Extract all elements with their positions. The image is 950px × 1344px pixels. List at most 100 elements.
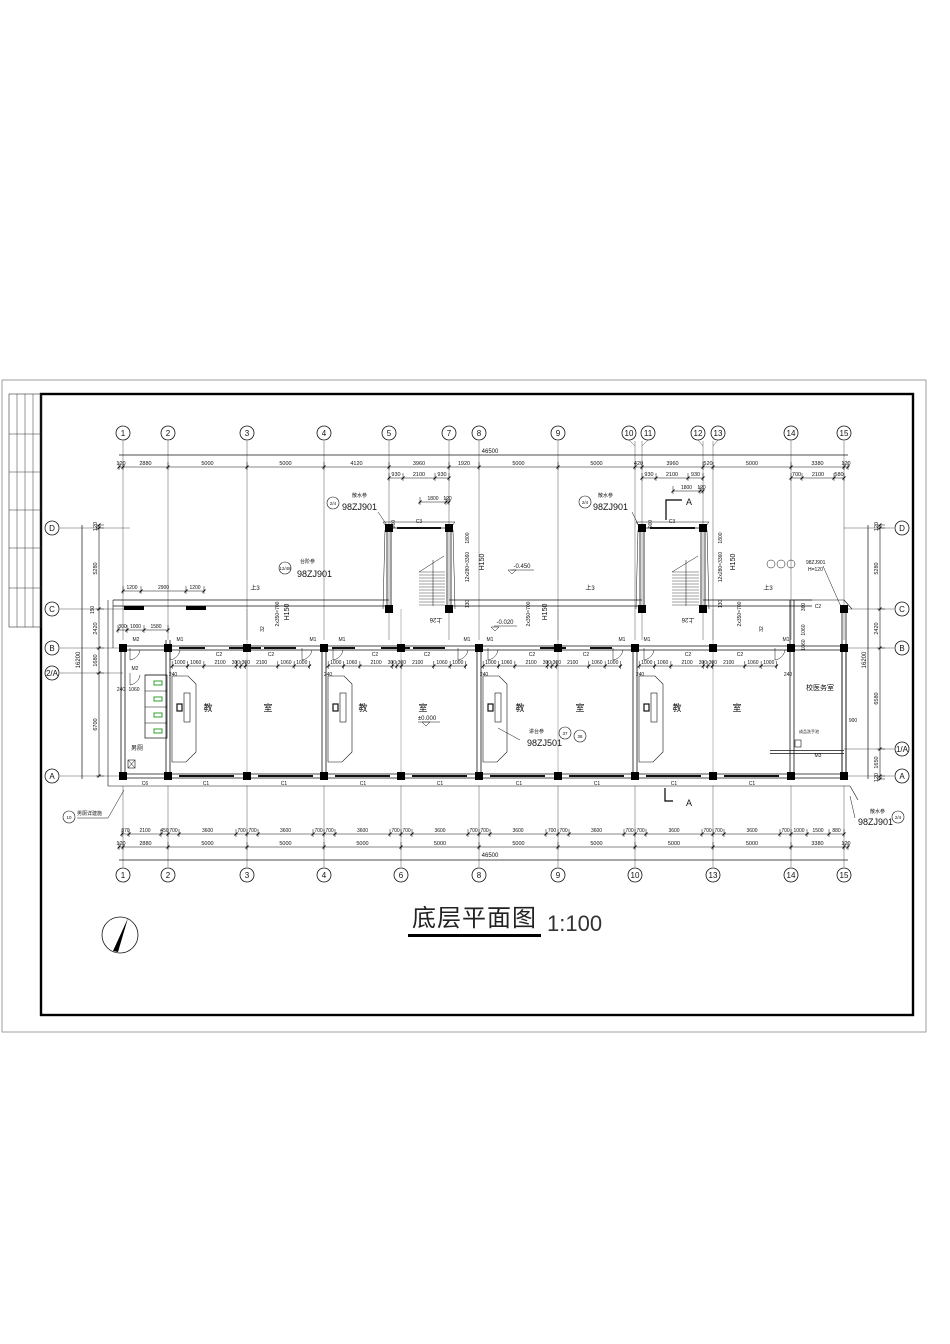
dimension-value: 2100 — [256, 660, 267, 666]
room-label: 室 — [575, 702, 584, 714]
dimension-tick — [554, 664, 559, 668]
axis-bubble-bottom-circle — [115, 867, 131, 883]
dimension-tick — [644, 832, 648, 836]
detail-ref-steps — [278, 561, 292, 575]
dimension-value: 5000 — [201, 461, 213, 467]
column — [638, 524, 646, 532]
dimension-value: 6580 — [874, 692, 880, 704]
dimension-value: 240 — [324, 672, 333, 678]
axis-bubble-right-circle — [894, 520, 910, 536]
dimension-tick — [774, 664, 779, 668]
dimension-tick — [669, 664, 673, 668]
dimension-tick — [878, 523, 882, 527]
detail-ref-apron — [326, 496, 340, 510]
dimension-value: 580 — [834, 472, 843, 478]
column — [475, 772, 483, 780]
dimension-value: 5000 — [746, 841, 758, 847]
axis-bubble-left-circle — [44, 640, 60, 656]
axis-bubble-top-circle — [316, 425, 332, 441]
column — [119, 772, 127, 780]
column — [631, 644, 639, 652]
axis-bubble-bottom: 10 — [631, 871, 640, 880]
column — [631, 772, 639, 780]
dimension-tick — [878, 607, 882, 611]
dimension-tick — [618, 664, 623, 668]
axis-bubble-top-circle — [441, 425, 457, 441]
stair-count: 32 — [759, 626, 765, 632]
column — [385, 605, 393, 613]
dimension-value: 930 — [644, 472, 653, 478]
axis-bubble-bottom: 8 — [477, 871, 482, 880]
dimension-tick — [97, 774, 101, 778]
axis-bubble-right: C — [899, 605, 905, 614]
dimension-tick — [234, 832, 238, 836]
dimension-value: 450 — [160, 828, 169, 834]
dimension-value: 1000 — [607, 660, 618, 666]
axis-bubble-right: A — [899, 772, 905, 781]
leader — [107, 789, 125, 819]
dimension-value: 420 — [634, 461, 643, 467]
stair-dim: 1800 — [718, 532, 724, 543]
axis-bubble-top: 12 — [694, 429, 703, 438]
dimension-tick — [878, 777, 882, 781]
door-tag-M1: M1 — [487, 637, 494, 643]
dimension-tick — [159, 832, 163, 836]
note-label: 讲台参 — [529, 728, 544, 735]
axis-bubble-bottom: 6 — [399, 871, 404, 880]
detail-ref-ramp — [766, 559, 776, 569]
stair-up-label: 上3 — [250, 584, 260, 592]
room-label: 室 — [263, 702, 272, 714]
stair-up-label: 上26 — [429, 616, 442, 624]
dimension-tick — [166, 628, 170, 632]
height-mark: H150 — [542, 604, 549, 621]
section-mark — [665, 499, 682, 520]
dimension-tick — [545, 664, 550, 668]
dimension-tick — [121, 465, 125, 469]
room-label: 室 — [418, 702, 427, 714]
detail-ref-podium-text: 38 — [577, 734, 583, 739]
dimension-value: 5000 — [279, 841, 291, 847]
door-tag-M1: M1 — [644, 637, 651, 643]
door-tag-M2: M2 — [133, 637, 140, 643]
axis-bubble-top-circle — [690, 425, 706, 441]
stair-up-label: 上26 — [681, 616, 694, 624]
apron-corner — [849, 785, 859, 801]
column — [397, 772, 405, 780]
dimension-tick — [307, 664, 312, 668]
lectern — [183, 692, 191, 723]
dimension-tick — [711, 465, 715, 469]
dimension-tick — [513, 664, 517, 668]
dimension-tick — [710, 664, 715, 668]
dimension-tick — [633, 845, 637, 849]
dimension-tick — [292, 664, 296, 668]
axis-bubble-top: 8 — [477, 429, 482, 438]
detail-ref-apron-text: 2/4 — [895, 815, 902, 820]
dimension-tick — [832, 476, 836, 480]
dimension-tick — [447, 476, 451, 480]
stair-count: 32 — [260, 626, 266, 632]
stair-canopy — [706, 529, 710, 610]
axis-bubble-bottom: 14 — [787, 871, 796, 880]
dimension-tick — [878, 774, 882, 778]
dimension-value: 3600 — [512, 828, 523, 834]
dimension-tick — [477, 832, 481, 836]
lectern — [494, 692, 502, 723]
dimension-value: 930 — [691, 472, 700, 478]
dimension-tick — [399, 845, 403, 849]
dimension-value: 3600 — [746, 828, 757, 834]
dimension-value: 5000 — [279, 461, 291, 467]
note-code: 98ZJ901 — [297, 569, 332, 579]
dimension-tick — [556, 832, 560, 836]
dimension-value: 1800 — [427, 496, 438, 502]
dimension-value: 3960 — [413, 461, 425, 467]
axis-bubble-left-circle — [44, 601, 60, 617]
dimension-tick — [466, 832, 470, 836]
dimension-value: 300 — [553, 660, 562, 666]
dimension-tick — [97, 526, 101, 530]
axis-bubble-top: 4 — [322, 429, 327, 438]
dimension-tick — [827, 832, 831, 836]
dimension-tick — [477, 845, 481, 849]
dimension-tick — [711, 832, 715, 836]
dimension-tick — [488, 832, 492, 836]
dimension-tick — [322, 832, 326, 836]
